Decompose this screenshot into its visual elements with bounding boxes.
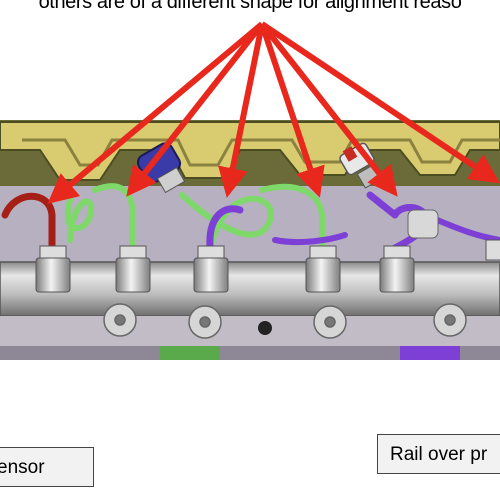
nut-6 [485, 239, 500, 261]
rail-bosses [103, 303, 467, 339]
arrow-5 [259, 22, 398, 197]
arrow-6 [260, 21, 500, 184]
pipe-purple-1 [206, 205, 244, 252]
injector-nuts [35, 239, 500, 293]
pipe-green-1 [65, 197, 94, 243]
arrow-3 [218, 23, 265, 198]
lower-engine [0, 321, 500, 360]
label-box-sensor: ensor [0, 447, 94, 487]
mounting-bracket [407, 209, 439, 239]
nut-4 [305, 245, 341, 293]
nut-5 [379, 245, 415, 293]
annotation-arrows [47, 21, 500, 204]
pipe-red [1, 192, 56, 252]
arrow-4 [259, 23, 325, 198]
nut-1 [35, 245, 71, 293]
diagram-caption: others are of a different shape for alig… [38, 0, 462, 13]
pipe-green-3 [179, 192, 274, 251]
pipe-purple-2 [272, 232, 348, 246]
arrow-2 [126, 22, 265, 197]
nut-2 [115, 245, 151, 293]
common-rail [0, 261, 500, 346]
pipe-green-2 [92, 183, 136, 251]
label-box-rail-over-pressure: Rail over pr [377, 434, 500, 474]
arrow-1 [47, 21, 264, 204]
nut-3 [193, 245, 229, 293]
